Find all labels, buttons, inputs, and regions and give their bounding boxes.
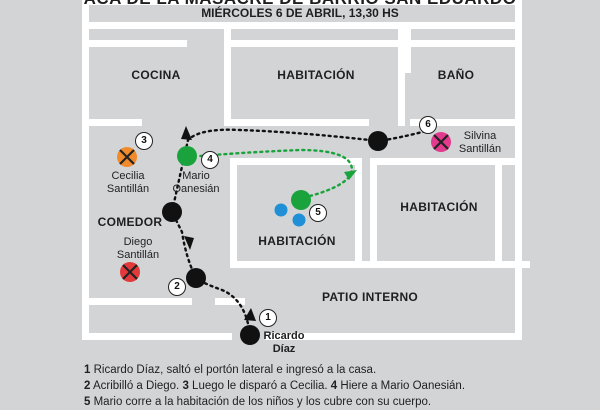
wall-comedor-bottom-right [215, 298, 245, 305]
room-label-patio: PATIO INTERNO [321, 290, 419, 304]
attacker-position-3 [162, 202, 182, 222]
legend-num-2: 2 [84, 380, 91, 392]
wall-hab-center-right [355, 158, 362, 268]
room-label-habitacion-top: HABITACIÓN [277, 68, 355, 82]
wall-cocina-top [82, 40, 187, 47]
person-label-cecilia: Cecilia Santillán [107, 170, 149, 196]
floor-plan [82, 0, 530, 345]
wall-hab-right-top [370, 158, 522, 165]
wall-top-right [515, 0, 522, 28]
legend-num-4: 4 [330, 380, 338, 392]
person-label-ricardo: Ricardo Díaz [264, 330, 305, 356]
child-marker-2 [292, 213, 306, 227]
wall-bano-top [410, 40, 522, 47]
room-label-comedor: COMEDOR [97, 215, 163, 229]
legend-text-2: Acribilló a Diego. [90, 380, 183, 392]
silvina-name: Silvina Santillán [458, 130, 502, 155]
cecilia-victim-marker [117, 147, 137, 167]
page-title: ACA DE LA MASACRE DE BARRIO SAN EDUARDO [0, 0, 600, 9]
person-label-diego: Diego Santillán [117, 236, 159, 262]
wall-hab-center-left [230, 158, 237, 268]
attacker-position-4 [368, 131, 388, 151]
injured-path [198, 148, 354, 198]
legend-text-5: Mario corre a la habitación de los niños… [90, 396, 432, 408]
step-badge-3: 3 [135, 132, 153, 150]
ricardo-name: Ricardo Díaz [263, 330, 305, 355]
mario-final-marker [291, 190, 311, 210]
wall-outer-right [515, 22, 522, 340]
step-badge-6: 6 [419, 116, 437, 134]
attacker-position-2 [186, 268, 206, 288]
diego-name: Diego Santillán [116, 236, 160, 261]
wall-top-edge [82, 0, 522, 5]
attacker-position-1 [240, 325, 260, 345]
attacker-path-arrow-1 [181, 126, 192, 140]
step-badge-4: 4 [201, 151, 219, 169]
wall-top-left [82, 0, 89, 28]
child-marker-1 [274, 203, 288, 217]
wall-outer-bottom-left [82, 333, 232, 340]
legend-text-1: Ricardo Díaz, saltó el portón lateral e … [90, 364, 377, 376]
person-label-silvina: Silvina Santillán [459, 130, 501, 156]
room-label-cocina: COCINA [131, 68, 181, 82]
wall-hab-right-left [370, 158, 377, 268]
walls [82, 0, 530, 340]
attacker-path-arrow-3 [184, 236, 194, 250]
legend-text-3: Luego le disparó a Cecilia. [188, 380, 331, 392]
attacker-path-arrow-2 [244, 308, 256, 321]
person-label-mario: Mario Oanesián [172, 170, 219, 196]
cecilia-name: Cecilia Santillán [106, 170, 150, 195]
wall-bano-left [404, 28, 411, 73]
legend-line-3: 5 Mario corre a la habitación de los niñ… [84, 394, 594, 410]
room-label-habitacion-center: HABITACIÓN [258, 234, 336, 248]
room-label-bano: BAÑO [437, 68, 475, 82]
step-badge-2: 2 [168, 278, 186, 296]
legend-line-2: 2 Acribilló a Diego. 3 Luego le disparó … [84, 378, 594, 394]
wall-outer-left [82, 22, 89, 340]
event-date: MIÉRCOLES 6 DE ABRIL, 13,30 HS [201, 6, 399, 20]
diego-victim-marker [120, 262, 140, 282]
mario-name: Mario Oanesián [172, 170, 220, 195]
legend-line-1: 1 Ricardo Díaz, saltó el portón lateral … [84, 362, 594, 378]
mario-marker [177, 146, 197, 166]
legend-num-1: 1 [84, 364, 91, 376]
wall-hab-top [224, 40, 399, 47]
legend: 1 Ricardo Díaz, saltó el portón lateral … [84, 362, 594, 410]
wall-hab-bottom [224, 119, 369, 126]
room-label-habitacion-right: HABITACIÓN [400, 200, 478, 214]
wall-bano-bottom [410, 119, 522, 126]
legend-num-3: 3 [182, 380, 189, 392]
legend-text-4: Hiere a Mario Oanesián. [337, 380, 466, 392]
step-badge-1: 1 [259, 309, 277, 327]
wall-cocina-bottom [82, 119, 142, 126]
wall-hab-center-top [230, 158, 360, 165]
wall-outer-top [82, 22, 522, 29]
injured-path-arrow [344, 170, 357, 180]
wall-patio-top [230, 261, 530, 268]
wall-hab-right-right [495, 158, 502, 268]
wall-comedor-bottom [82, 298, 192, 305]
step-badge-5: 5 [309, 204, 327, 222]
wall-hab-right [398, 28, 405, 126]
silvina-victim-marker [431, 132, 451, 152]
wall-outer-bottom-right [265, 333, 522, 340]
wall-cocina-right [224, 28, 231, 126]
